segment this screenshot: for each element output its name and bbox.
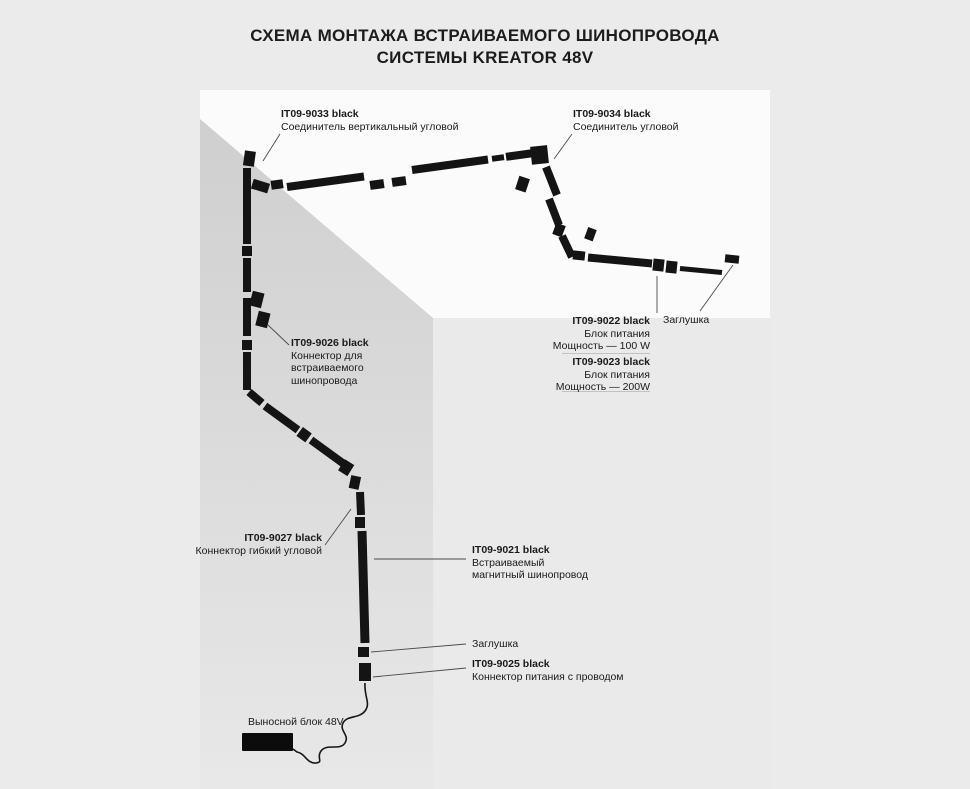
callout-it09-9027: IT09-9027 black Коннектор гибкий угловой — [196, 532, 322, 557]
flex-corner-connector — [338, 459, 362, 490]
track-connector — [572, 250, 586, 261]
remote-power-block — [242, 733, 293, 751]
callout-it09-9033: IT09-9033 black Соединитель вертикальный… — [281, 108, 458, 133]
leader-lines — [262, 133, 734, 678]
track-connector — [242, 246, 252, 256]
track-connector — [296, 427, 312, 443]
track-piece — [348, 475, 362, 490]
track-segment — [505, 149, 535, 161]
end-cap-label: Заглушка — [663, 314, 710, 326]
callout-it09-9022: IT09-9022 black Блок питания Мощность — … — [553, 315, 650, 353]
right-diagonal-run — [545, 197, 597, 259]
track-piece — [270, 179, 284, 190]
leader-line — [699, 264, 734, 312]
bottom-right-run — [572, 250, 740, 275]
leader-line — [372, 667, 467, 678]
part-desc: Блок питания Мощность — 200W — [555, 368, 650, 394]
page-title: СХЕМА МОНТАЖА ВСТРАИВАЕМОГО ШИНОПРОВОДА … — [0, 25, 970, 69]
part-code: IT09-9022 black — [572, 315, 650, 327]
bottom-vertical-run — [355, 491, 371, 681]
part-desc: Коннектор питания с проводом — [472, 670, 624, 683]
track-connector — [391, 176, 407, 187]
leader-line — [324, 508, 352, 546]
part-code: IT09-9023 black — [572, 356, 650, 368]
track-segment — [286, 172, 365, 191]
recessed-magnetic-track — [357, 530, 370, 644]
callout-it09-9023: IT09-9023 black Блок питания Мощность — … — [556, 356, 650, 394]
lower-corner-run — [246, 388, 347, 468]
part-code: IT09-9027 black — [244, 532, 322, 544]
track-connector — [369, 179, 385, 190]
wall-vertical-run — [242, 206, 271, 390]
part-desc: Соединитель вертикальный угловой — [281, 120, 459, 133]
track-segment — [587, 253, 653, 268]
part-desc: Соединитель угловой — [573, 120, 679, 133]
ceiling-track-run — [286, 154, 505, 191]
corner-connector — [505, 145, 561, 197]
part-desc: Блок питания Мощность — 100 W — [552, 327, 650, 353]
track-piece — [515, 175, 530, 193]
title-line-2: СИСТЕМЫ KREATOR 48V — [376, 48, 594, 67]
leader-line — [262, 133, 281, 162]
wall-plane — [200, 119, 433, 789]
track-runs — [242, 145, 740, 681]
recessed-connector-piece — [255, 310, 271, 329]
part-desc: Коннектор гибкий угловой — [195, 544, 322, 557]
track-connector — [355, 517, 365, 528]
part-code: IT09-9025 black — [472, 658, 550, 670]
callout-end-cap-bottom: Заглушка — [472, 638, 518, 651]
part-code: IT09-9021 black — [472, 544, 550, 556]
floor-plane — [433, 318, 770, 789]
title-line-1: СХЕМА МОНТАЖА ВСТРАИВАЕМОГО ШИНОПРОВОДА — [250, 26, 720, 45]
track-segment — [542, 165, 561, 197]
track-segment — [558, 234, 576, 259]
track-piece — [250, 178, 271, 194]
callout-it09-9021: IT09-9021 black Встраиваемый магнитный ш… — [472, 544, 588, 582]
power-feed-block — [665, 260, 678, 274]
psu-option-dividers — [562, 353, 650, 392]
part-code: IT09-9034 black — [573, 108, 651, 120]
track-segment — [262, 402, 301, 434]
track-segment — [246, 388, 265, 407]
track-piece — [584, 226, 597, 242]
leader-line — [553, 133, 573, 160]
track-segment — [545, 197, 563, 227]
track-segment — [356, 491, 365, 516]
track-piece — [242, 150, 256, 167]
track-segment — [679, 266, 723, 275]
track-connector — [552, 222, 566, 238]
callout-it09-9026: IT09-9026 black Коннектор для встраиваем… — [291, 337, 369, 387]
part-code: IT09-9026 black — [291, 337, 369, 349]
remote-block-label: Выносной блок 48V — [248, 716, 344, 728]
corner-block — [530, 145, 549, 165]
leader-line — [267, 324, 290, 346]
track-segment — [411, 155, 489, 174]
callout-it09-9034: IT09-9034 black Соединитель угловой — [573, 108, 678, 133]
callout-remote-power-block: Выносной блок 48V — [248, 716, 344, 729]
track-connector — [242, 340, 252, 350]
end-cap — [358, 647, 369, 657]
track-segment — [491, 154, 505, 162]
end-cap — [724, 254, 740, 264]
leader-line — [370, 643, 467, 653]
power-cord-connector-piece — [359, 663, 371, 681]
part-desc: Коннектор для встраиваемого шинопровода — [291, 349, 364, 387]
recessed-connector-piece — [249, 290, 265, 309]
end-cap-label: Заглушка — [472, 638, 519, 650]
track-piece — [338, 459, 355, 477]
power-feed-block — [652, 258, 665, 272]
callout-end-cap-right: Заглушка — [663, 314, 709, 327]
power-cable — [292, 682, 369, 764]
callout-it09-9025: IT09-9025 black Коннектор питания с пров… — [472, 658, 624, 683]
vertical-corner-connector — [242, 150, 284, 206]
track-segment — [308, 436, 347, 468]
part-code: IT09-9033 black — [281, 108, 359, 120]
part-desc: Встраиваемый магнитный шинопровод — [472, 556, 588, 582]
